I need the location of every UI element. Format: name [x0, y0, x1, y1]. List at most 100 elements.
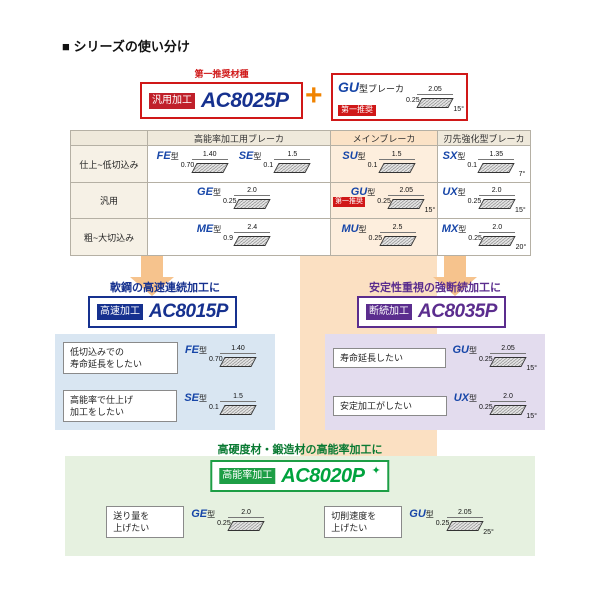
breaker-name: FE: [184, 343, 199, 356]
breaker-name: GU: [338, 79, 359, 95]
grade-box-ac8035p: 断続加工 AC8035P: [357, 296, 506, 328]
dimension-depth: 0.25: [479, 355, 493, 363]
goal-note: 送り量を 上げたい: [106, 505, 185, 539]
breaker-kata-label: 型: [199, 393, 207, 403]
dimension-width: 2.05: [388, 187, 425, 196]
arrow-head-icon: [130, 277, 174, 296]
right-flow-arrow: [433, 255, 477, 296]
dimension-width: 1.40: [220, 345, 256, 354]
grade-name: AC8035P: [418, 301, 497, 322]
machining-type-tag: 高速加工: [97, 304, 143, 320]
breaker-kata-label: 型: [458, 224, 467, 234]
breaker-name: GU: [409, 507, 426, 520]
dimension-depth: 0.25: [217, 519, 231, 527]
insert-shape: [273, 162, 312, 173]
grade-box-ac8015p: 高速加工 AC8015P: [88, 296, 237, 328]
row-header-finishing: 仕上~低切込み: [71, 146, 148, 183]
page-title: ■ シリーズの使い分け: [62, 39, 190, 54]
insert-shape: [489, 404, 527, 415]
goal-note: 安定加工がしたい: [333, 395, 447, 417]
breaker-kata-label: 型: [469, 345, 477, 355]
dimension-angle: 25°: [483, 528, 494, 536]
breaker-kata-label: 型: [213, 224, 222, 234]
row-header-roughing: 粗~大切込み: [71, 219, 148, 256]
dimension-depth: 0.25: [222, 198, 237, 205]
insert-shape: [191, 162, 229, 173]
first-recommended-grade-label: 第一推奨材種: [194, 69, 249, 79]
goal-note: 低切込みでの 寿命延長をしたい: [63, 341, 178, 375]
breaker-kata-label: 型: [357, 151, 366, 161]
col-header-high-efficiency: 高能率加工用ブレーカ: [148, 131, 331, 146]
insert-shape: [477, 162, 516, 173]
col-header-edge-strengthened: 刃先強化型ブレーカ: [438, 131, 531, 146]
goal-note: 切削速度を 上げたい: [324, 505, 403, 539]
breaker-name: UX: [453, 391, 469, 404]
dimension-depth: 0.1: [263, 161, 274, 169]
breaker-kata-label: 型: [425, 509, 434, 519]
left-section-title: 軟鋼の高速連続加工に: [110, 282, 220, 294]
dimension-width: 1.5: [274, 151, 311, 160]
grade-name: AC8025P: [201, 88, 289, 112]
breaker-kata-label: 型: [170, 151, 179, 161]
insert-shape: [489, 356, 527, 367]
insert-shape: [227, 520, 265, 531]
dimension-depth: 0.25: [468, 234, 482, 242]
breaker-name: SE: [184, 391, 199, 404]
dimension-width: 2.0: [490, 393, 526, 402]
breaker-kata-label: 型: [212, 188, 221, 197]
insert-shape: [477, 199, 516, 209]
dimension-width: 2.05: [446, 509, 483, 518]
insert-shape: [446, 520, 484, 531]
breaker-kata-label: 型: [358, 224, 367, 234]
insert-shape: [378, 235, 417, 246]
insert-shape: [233, 235, 271, 246]
dimension-depth: 0.70: [180, 161, 195, 169]
dimension-width: 2.05: [490, 345, 526, 354]
breaker-title: GU型ブレーカ: [338, 79, 404, 97]
breaker-name: ME: [196, 222, 214, 235]
dimension-width: 2.5: [379, 224, 416, 233]
dimension-angle: 15°: [453, 106, 464, 113]
plus-icon: +: [305, 79, 323, 112]
breaker-kata-label: 型: [457, 151, 466, 161]
dimension-angle: 15°: [424, 207, 436, 214]
breaker-name: GU: [452, 343, 470, 356]
insert-shape: [478, 235, 516, 246]
goal-note: 高能率で仕上げ 加工をしたい: [63, 389, 178, 423]
row-header-general: 汎用: [71, 183, 148, 219]
left-flow-arrow: [130, 255, 174, 296]
dimension-angle: 7°: [518, 170, 526, 178]
dimension-depth: 0.25: [406, 97, 420, 104]
first-recommended-badge-small: 第一推奨: [333, 197, 365, 207]
